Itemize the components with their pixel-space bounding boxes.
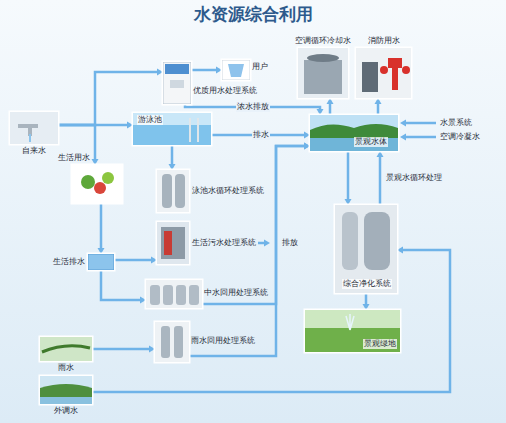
- arrow-head: [216, 67, 222, 74]
- flow-note: 空调冷凝水: [440, 132, 480, 142]
- connector-line: [365, 293, 368, 304]
- arrow-head: [375, 98, 382, 104]
- node-label: 游泳池: [137, 115, 163, 125]
- image-node: 优质用水处理系统: [163, 62, 191, 104]
- arrow-head: [304, 143, 310, 150]
- image-node: 外调水: [40, 376, 92, 404]
- image-node: 景观绿地: [305, 310, 400, 352]
- flow-connector: [58, 125, 99, 165]
- image-node: 泳池水循环处理系统: [157, 170, 189, 212]
- flow-connector: [101, 270, 146, 304]
- image-node: 雨水回用处理系统: [155, 322, 189, 362]
- flow-connector: [58, 69, 163, 126]
- flow-connector: [191, 67, 222, 74]
- connector-line: [191, 69, 216, 72]
- image-node: 雨水: [40, 337, 92, 361]
- flow-connector: [327, 98, 334, 115]
- connector-line: [171, 145, 174, 164]
- connector-line: [379, 157, 382, 205]
- connector-line: [101, 270, 140, 300]
- node-label: 雨水: [58, 363, 74, 373]
- flow-connector: [114, 257, 157, 264]
- edge-label: 景观水循环处理: [385, 173, 443, 183]
- edge-label: 浓水排放: [236, 102, 270, 112]
- node-label: 空调循环冷却水: [295, 36, 351, 46]
- flow-note: 排放: [282, 238, 298, 248]
- image-node: 生活用水: [72, 165, 122, 203]
- connector-line: [377, 104, 380, 115]
- arrow-head: [363, 304, 370, 310]
- node-label: 中水回用处理系统: [204, 288, 268, 298]
- node-label: 自来水: [22, 146, 46, 156]
- node-label: 优质用水处理系统: [193, 86, 257, 96]
- flow-connector: [377, 151, 384, 205]
- node-label: 用户: [252, 62, 268, 72]
- flow-connector: [169, 145, 176, 170]
- node-label: 泳池水循环处理系统: [192, 186, 264, 196]
- connector-line: [92, 348, 149, 351]
- arrow-head: [345, 199, 352, 205]
- flow-connector: [363, 293, 370, 310]
- node-label: 生活污水处理系统: [192, 238, 256, 248]
- image-node: 自来水: [10, 112, 58, 144]
- arrow-head: [157, 69, 163, 76]
- node-label: 景观绿地: [363, 339, 397, 349]
- flow-connector: [375, 98, 382, 115]
- image-node: 空调循环冷却水: [298, 48, 348, 98]
- image-node: 用户: [222, 60, 250, 80]
- image-node: 生活污水处理系统: [157, 222, 189, 264]
- arrow-head: [317, 109, 324, 115]
- connector-line: [100, 203, 103, 248]
- arrow-head: [377, 151, 384, 157]
- arrow-head: [397, 247, 403, 254]
- flow-connector: [92, 247, 450, 393]
- arrow-head: [127, 122, 133, 129]
- arrow-head: [169, 164, 176, 170]
- image-node: 消防用水: [356, 48, 411, 98]
- flow-connector: [189, 143, 310, 357]
- flow-connector: [92, 346, 155, 353]
- node-label: 综合净化系统: [342, 279, 392, 289]
- image-node: 景观水体: [310, 115, 398, 151]
- node-label: 消防用水: [368, 36, 400, 46]
- image-node: 游泳池: [133, 113, 211, 145]
- arrow-head: [140, 297, 146, 304]
- image-node: 中水回用处理系统: [146, 280, 202, 308]
- edge-label: 排水: [252, 130, 270, 140]
- flow-connector: [98, 203, 105, 254]
- connector-line: [347, 151, 350, 199]
- image-node: 生活排水: [88, 254, 114, 270]
- arrow-head: [92, 159, 99, 165]
- connector-line: [189, 146, 304, 356]
- connector-line: [92, 250, 450, 392]
- node-label: 雨水回用处理系统: [191, 336, 255, 346]
- node-label: 外调水: [54, 406, 78, 416]
- flow-note: 水景系统: [440, 118, 472, 128]
- arrow-head: [304, 132, 310, 139]
- arrow-head: [327, 98, 334, 104]
- connector-line: [114, 259, 151, 262]
- flow-connector: [202, 143, 310, 305]
- connector-line: [329, 104, 332, 115]
- connector-line: [202, 146, 304, 304]
- image-node: 综合净化系统: [335, 205, 397, 293]
- node-label: 景观水体: [354, 137, 388, 147]
- flow-connector: [345, 151, 352, 205]
- arrow-head: [149, 346, 155, 353]
- node-label: 生活排水: [53, 257, 85, 267]
- diagram-title: 水资源综合利用: [0, 4, 506, 24]
- arrow-head: [304, 143, 310, 150]
- arrow-head: [151, 257, 157, 264]
- arrow-head: [98, 248, 105, 254]
- node-label: 生活用水: [58, 153, 90, 163]
